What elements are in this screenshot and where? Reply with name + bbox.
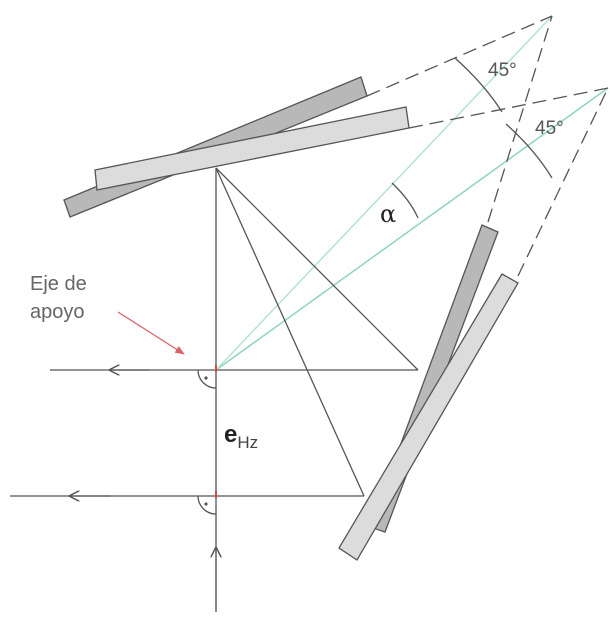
axis-label-line1: Eje de	[30, 273, 87, 295]
dashed-line-3	[487, 15, 553, 223]
right-angle-dot-lower	[204, 502, 208, 506]
right-angle-dot-upper	[204, 376, 208, 380]
green-ray-lower	[215, 87, 609, 371]
green-ray-upper	[215, 15, 553, 371]
angle-label-top: 45°	[488, 60, 517, 81]
angle-label-bottom: 45°	[535, 118, 564, 139]
axis-label-line2: apoyo	[30, 301, 85, 323]
construction-line-upper	[215, 167, 419, 371]
axis-pointer-arrow	[117, 311, 185, 355]
dashed-line-4	[517, 87, 609, 277]
construction-line-lower	[215, 167, 365, 497]
e-label-subscript: Hz	[237, 433, 258, 452]
mirror-top-light	[94, 106, 410, 191]
angle-arc-top	[454, 57, 503, 113]
right-angle-mark-upper	[197, 369, 217, 389]
dashed-line-2	[408, 87, 609, 129]
angle-arc-bottom	[505, 123, 553, 179]
mirror-right-light	[338, 273, 519, 561]
e-label: eHz	[224, 421, 258, 452]
alpha-label: α	[380, 200, 396, 228]
angle-arc-alpha	[391, 182, 419, 219]
dashed-line-1	[366, 15, 553, 97]
right-angle-mark-lower	[197, 495, 217, 515]
e-label-main: e	[224, 421, 237, 448]
